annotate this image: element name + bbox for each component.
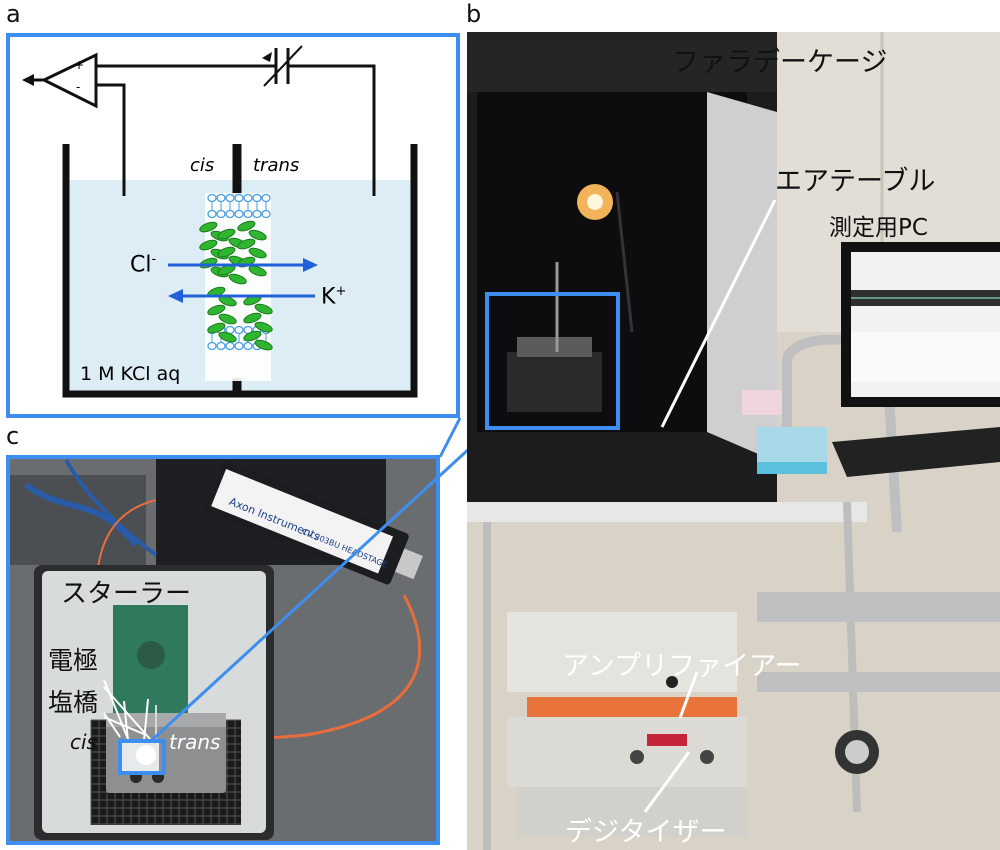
cis-wire	[96, 83, 126, 196]
pc-label: 測定用PC	[829, 215, 928, 241]
amplifier-icon	[22, 52, 98, 109]
connector-a-c	[438, 417, 462, 458]
k-ion-label: K+	[321, 284, 347, 310]
salt-bridge-label: 塩橋	[48, 688, 99, 717]
cis-photo-label: cis	[70, 730, 97, 754]
variable-capacitor-icon	[262, 45, 303, 87]
channel-helices	[199, 220, 273, 351]
panel-c-frame	[6, 455, 440, 845]
cage-highlight-box	[485, 292, 620, 430]
electrode-label: 電極	[48, 646, 99, 675]
cl-ion-label: Cl-	[130, 252, 157, 278]
amplifier-label: アンプリファイアー	[562, 651, 802, 682]
trans-label: trans	[253, 155, 300, 176]
panel-a-diagram: cis trans + - Cl- K+ 1 M KCl aq	[0, 0, 462, 420]
solution-label: 1 M KCl aq	[80, 363, 181, 385]
panel-label-c: c	[6, 422, 20, 450]
panel-label-b: b	[466, 0, 482, 28]
panel-b-photo: ファラデーケージ エアテーブル 測定用PC アンプリファイアー デジタイザー	[467, 32, 1000, 850]
cis-label: cis	[190, 155, 215, 176]
digitizer-label: デジタイザー	[565, 817, 727, 848]
air-table-label: エアテーブル	[775, 166, 936, 197]
amp-minus-label: -	[76, 80, 81, 94]
panel-a-frame	[6, 33, 460, 418]
faraday-cage-label: ファラデーケージ	[672, 47, 888, 78]
amp-plus-label: +	[74, 58, 85, 72]
chamber-highlight-box	[118, 739, 166, 775]
trans-wire	[288, 64, 376, 196]
panel-label-a: a	[6, 0, 21, 28]
cl-flux-arrow	[168, 258, 318, 272]
bilayer-schematic	[22, 45, 418, 398]
k-flux-arrow	[168, 289, 315, 303]
